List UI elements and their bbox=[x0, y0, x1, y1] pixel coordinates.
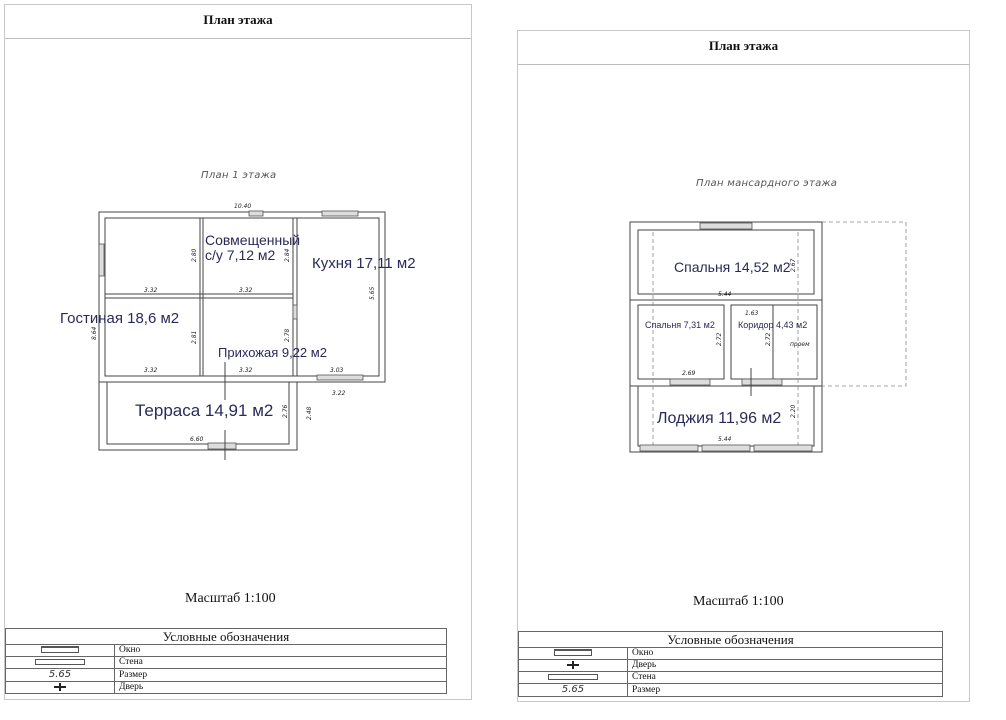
roof-outline bbox=[822, 221, 907, 387]
dimension-label: 2.69 bbox=[682, 370, 696, 377]
wall-symbol-icon bbox=[35, 658, 85, 665]
legend-row-door: Дверь bbox=[518, 659, 943, 672]
window bbox=[741, 378, 783, 386]
window bbox=[321, 210, 359, 217]
legend-header: Условные обозначения bbox=[5, 628, 447, 645]
window-symbol-icon bbox=[41, 646, 79, 654]
sheet-attic-floor: План этажа План мансардного этажа Масшта… bbox=[517, 30, 970, 702]
window bbox=[98, 243, 105, 277]
dimension-label: 3.32 bbox=[144, 287, 158, 294]
dimension-symbol: 5.65 bbox=[561, 684, 585, 695]
dimension-label: 3.32 bbox=[239, 287, 253, 294]
plan-caption: План мансардного этажа bbox=[696, 178, 838, 189]
inner-wall bbox=[104, 217, 380, 377]
scale-label: Масштаб 1:100 bbox=[693, 594, 784, 609]
room-label-bedroom-small: Спальня 7,31 м2 bbox=[645, 320, 715, 330]
legend-label: Дверь bbox=[114, 681, 447, 694]
room-label-living-room: Гостиная 18,6 м2 bbox=[60, 310, 179, 327]
room-label-bathroom-area: с/у 7,12 м2 bbox=[205, 247, 276, 263]
terrace-inner bbox=[106, 381, 290, 445]
window bbox=[316, 374, 364, 381]
dimension-label: 2.81 bbox=[191, 331, 198, 344]
dimension-label: 6.60 bbox=[190, 436, 204, 443]
outer-wall bbox=[629, 221, 823, 453]
window bbox=[701, 444, 751, 452]
scale-label: Масштаб 1:100 bbox=[185, 591, 276, 606]
sheet-title: План этажа bbox=[518, 38, 969, 65]
dimension-label: 10.40 bbox=[234, 203, 251, 210]
room-label-bedroom-large: Спальня 14,52 м2 bbox=[674, 259, 791, 275]
dimension-label: 3.03 bbox=[330, 367, 344, 374]
legend-table: Условные обозначения Окно Дверь Стена 5.… bbox=[518, 631, 943, 697]
dimension-label: 2.80 bbox=[191, 248, 198, 262]
dimension-label: 2.67 bbox=[790, 258, 797, 272]
wall-symbol-icon bbox=[548, 673, 598, 680]
dimension-label: 5.65 bbox=[369, 286, 376, 300]
plan-caption: План 1 этажа bbox=[201, 170, 277, 181]
window bbox=[753, 444, 813, 452]
dimension-label: 2.20 bbox=[790, 404, 797, 418]
dimension-label: 2.76 bbox=[282, 404, 289, 418]
room-label-corridor: Коридор 4,43 м2 bbox=[738, 320, 807, 330]
dimension-label: 2.72 bbox=[716, 332, 723, 346]
room-label-kitchen: Кухня 17,11 м2 bbox=[312, 255, 416, 272]
room-label-loggia: Лоджия 11,96 м2 bbox=[657, 410, 781, 427]
dimension-label: 8.64 bbox=[91, 326, 98, 340]
window bbox=[207, 442, 237, 450]
dimension-label: 3.32 bbox=[239, 367, 253, 374]
bedroom-large-wall bbox=[637, 229, 815, 295]
legend-row-window: Окно bbox=[518, 647, 943, 660]
dimension-label: 2.72 bbox=[765, 332, 772, 346]
legend-row-dimension: 5.65 Размер bbox=[518, 683, 943, 697]
window-symbol-icon bbox=[554, 649, 592, 657]
sheet-title: План этажа bbox=[5, 12, 471, 39]
legend-row-door: Дверь bbox=[5, 681, 447, 694]
room-label-bathroom: Совмещенный bbox=[205, 232, 300, 248]
dimension-label: 5.44 bbox=[718, 291, 732, 298]
door-symbol-icon bbox=[54, 682, 66, 691]
door-symbol-icon bbox=[567, 660, 579, 669]
dimension-label: 5.44 bbox=[718, 436, 732, 443]
bedroom-small-wall bbox=[637, 304, 725, 380]
dimension-symbol: 5.65 bbox=[48, 669, 72, 680]
legend-label: Размер bbox=[627, 683, 943, 697]
dimension-label: 2.48 bbox=[306, 406, 313, 420]
dimension-label: 3.22 bbox=[332, 390, 346, 397]
room-label-terrace: Терраса 14,91 м2 bbox=[135, 401, 273, 420]
room-label-hallway: Прихожая 9,22 м2 bbox=[218, 345, 327, 360]
dimension-label: 2.78 bbox=[284, 328, 291, 342]
window bbox=[292, 304, 298, 320]
sheet-ground-floor: План этажа План 1 этажа Масштаб 1:100 Ус… bbox=[4, 4, 472, 700]
window bbox=[248, 210, 264, 217]
window bbox=[669, 378, 711, 386]
window bbox=[699, 222, 753, 230]
dimension-label: 2.84 bbox=[284, 248, 291, 262]
window bbox=[639, 444, 699, 452]
annotation-opening: проем bbox=[790, 341, 810, 348]
dimension-label: 1.63 bbox=[745, 310, 759, 317]
dimension-label: 3.32 bbox=[144, 367, 158, 374]
